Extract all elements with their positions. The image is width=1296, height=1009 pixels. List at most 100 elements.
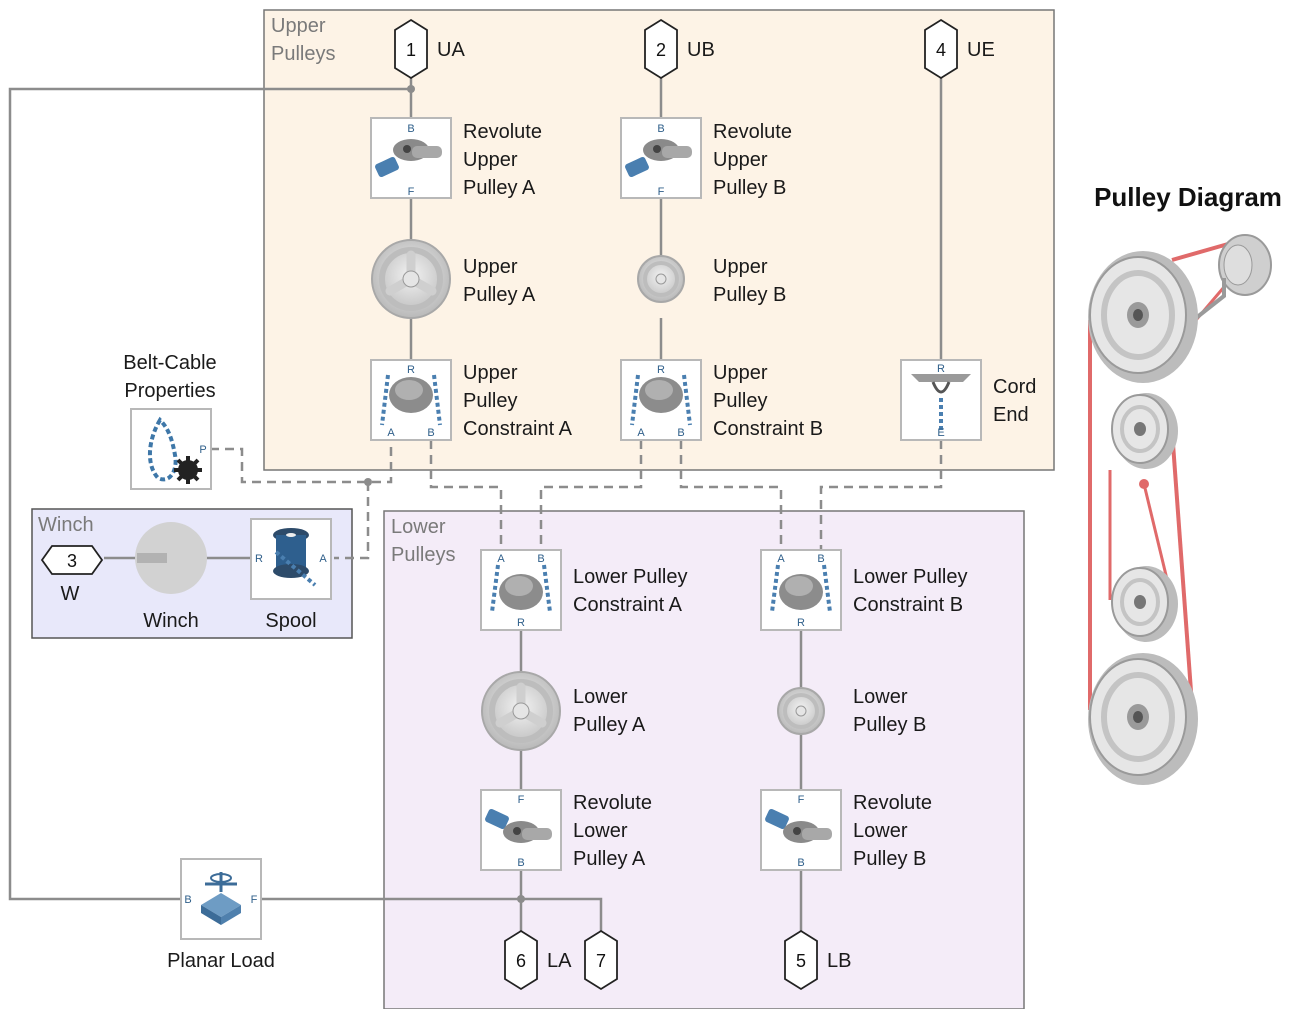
lower-pulley-constraint-b-block[interactable]: A B R Lower Pulley Constraint B xyxy=(760,549,968,631)
svg-text:Pulley B: Pulley B xyxy=(713,284,786,306)
upper-area-label-line1: Upper xyxy=(271,15,326,37)
planar-load-block[interactable]: B F Planar Load xyxy=(167,858,275,972)
svg-text:A: A xyxy=(319,553,327,565)
svg-text:B: B xyxy=(517,857,524,869)
svg-text:R: R xyxy=(517,617,525,629)
svg-text:P: P xyxy=(199,444,206,456)
svg-text:E: E xyxy=(937,427,944,439)
upper-area-label-line2: Pulleys xyxy=(271,43,335,65)
revolute-joint-icon xyxy=(485,808,552,843)
port-la[interactable]: 6 LA xyxy=(504,929,572,991)
lower-pulley-b-icon xyxy=(1111,566,1178,642)
revolute-upper-pulley-b-block[interactable]: B F Revolute Upper Pulley B xyxy=(620,117,792,199)
port-7[interactable]: 7 xyxy=(584,929,618,991)
svg-text:Upper: Upper xyxy=(713,362,768,384)
svg-text:Lower: Lower xyxy=(853,686,908,708)
upper-pulley-b-block[interactable]: Upper Pulley B xyxy=(637,255,786,306)
svg-text:Lower: Lower xyxy=(853,820,908,842)
mechanical-connections xyxy=(8,70,943,935)
port-ue[interactable]: 4 UE xyxy=(924,18,995,80)
svg-text:Lower Pulley: Lower Pulley xyxy=(853,566,968,588)
svg-text:7: 7 xyxy=(596,951,606,971)
svg-text:Revolute: Revolute xyxy=(463,121,542,143)
pulley-constraint-icon xyxy=(490,564,552,613)
pulley-constraint-icon xyxy=(770,564,832,613)
svg-text:F: F xyxy=(518,794,525,806)
upper-pulley-constraint-a-block[interactable]: R A B Upper Pulley Constraint A xyxy=(370,359,573,441)
lower-area-label-line2: Pulleys xyxy=(391,544,455,566)
cord-end-icon xyxy=(911,374,971,430)
svg-text:Belt-Cable: Belt-Cable xyxy=(123,352,216,374)
port-w[interactable]: 3 W xyxy=(40,545,104,605)
svg-text:B: B xyxy=(657,123,664,135)
spool-icon xyxy=(273,528,317,587)
port-lb[interactable]: 5 LB xyxy=(784,929,851,991)
svg-text:B: B xyxy=(817,553,824,565)
winch-block[interactable]: Winch xyxy=(135,522,207,632)
spool-block[interactable]: R A Spool xyxy=(250,518,332,632)
small-pulley-icon xyxy=(777,687,825,735)
svg-text:B: B xyxy=(677,427,684,439)
svg-text:6: 6 xyxy=(516,951,526,971)
svg-text:A: A xyxy=(497,553,505,565)
svg-text:A: A xyxy=(777,553,785,565)
pulley-constraint-icon xyxy=(380,374,442,426)
revolute-joint-icon xyxy=(375,139,442,178)
svg-text:2: 2 xyxy=(656,40,666,60)
pulley-diagram-title: Pulley Diagram xyxy=(1094,182,1282,212)
svg-text:Pulley B: Pulley B xyxy=(853,714,926,736)
svg-text:Constraint A: Constraint A xyxy=(463,418,573,440)
svg-text:Pulley A: Pulley A xyxy=(463,284,536,306)
svg-text:B: B xyxy=(427,427,434,439)
svg-text:Pulley B: Pulley B xyxy=(713,177,786,199)
cord-end-block[interactable]: R E Cord End xyxy=(900,359,1036,441)
svg-text:Pulley: Pulley xyxy=(713,390,767,412)
svg-text:Pulley A: Pulley A xyxy=(573,848,646,870)
upper-pulley-b-icon xyxy=(1111,393,1178,469)
svg-text:R: R xyxy=(255,553,263,565)
port-ub[interactable]: 2 UB xyxy=(644,18,715,80)
revolute-upper-pulley-a-block[interactable]: B F Revolute Upper Pulley A xyxy=(370,117,542,199)
small-pulley-icon xyxy=(637,255,685,303)
svg-text:R: R xyxy=(657,364,665,376)
svg-text:Pulley A: Pulley A xyxy=(463,177,536,199)
svg-text:UA: UA xyxy=(437,39,465,61)
lower-pulley-constraint-a-block[interactable]: A B R Lower Pulley Constraint A xyxy=(480,549,688,631)
svg-text:B: B xyxy=(407,123,414,135)
revolute-lower-pulley-a-block[interactable]: F B Revolute Lower Pulley A xyxy=(480,789,652,871)
svg-text:UE: UE xyxy=(967,39,995,61)
winch-area-label: Winch xyxy=(38,514,94,536)
winch-shaft-icon xyxy=(137,553,167,563)
revolute-joint-icon xyxy=(625,139,692,178)
svg-text:End: End xyxy=(993,404,1029,426)
svg-text:Upper: Upper xyxy=(463,256,518,278)
upper-pulley-constraint-b-block[interactable]: R A B Upper Pulley Constraint B xyxy=(620,359,823,441)
svg-text:A: A xyxy=(387,427,395,439)
port-ua[interactable]: 1 UA xyxy=(394,18,465,80)
svg-text:Lower: Lower xyxy=(573,686,628,708)
large-pulley-icon xyxy=(371,239,451,319)
svg-text:Upper: Upper xyxy=(713,256,768,278)
svg-text:4: 4 xyxy=(936,40,946,60)
belt-cable-icon xyxy=(1088,242,1232,710)
svg-text:Revolute: Revolute xyxy=(573,792,652,814)
svg-text:Lower: Lower xyxy=(573,820,628,842)
svg-text:Winch: Winch xyxy=(143,610,199,632)
belt-cable-properties-block[interactable]: Belt-Cable Properties P xyxy=(123,352,217,490)
lower-pulley-a-block[interactable]: Lower Pulley A xyxy=(481,671,646,751)
revolute-lower-pulley-b-block[interactable]: F B Revolute Lower Pulley B xyxy=(760,789,932,871)
svg-text:Constraint B: Constraint B xyxy=(853,594,963,616)
svg-text:Spool: Spool xyxy=(265,610,316,632)
revolute-joint-icon xyxy=(765,808,832,843)
svg-text:Constraint B: Constraint B xyxy=(713,418,823,440)
upper-pulley-a-block[interactable]: Upper Pulley A xyxy=(371,239,536,319)
svg-text:R: R xyxy=(937,363,945,375)
svg-text:Upper: Upper xyxy=(463,362,518,384)
svg-text:Constraint A: Constraint A xyxy=(573,594,683,616)
svg-text:LA: LA xyxy=(547,950,572,972)
lower-pulley-b-block[interactable]: Lower Pulley B xyxy=(777,686,926,736)
svg-text:F: F xyxy=(251,894,258,906)
svg-text:R: R xyxy=(797,617,805,629)
svg-text:B: B xyxy=(797,857,804,869)
